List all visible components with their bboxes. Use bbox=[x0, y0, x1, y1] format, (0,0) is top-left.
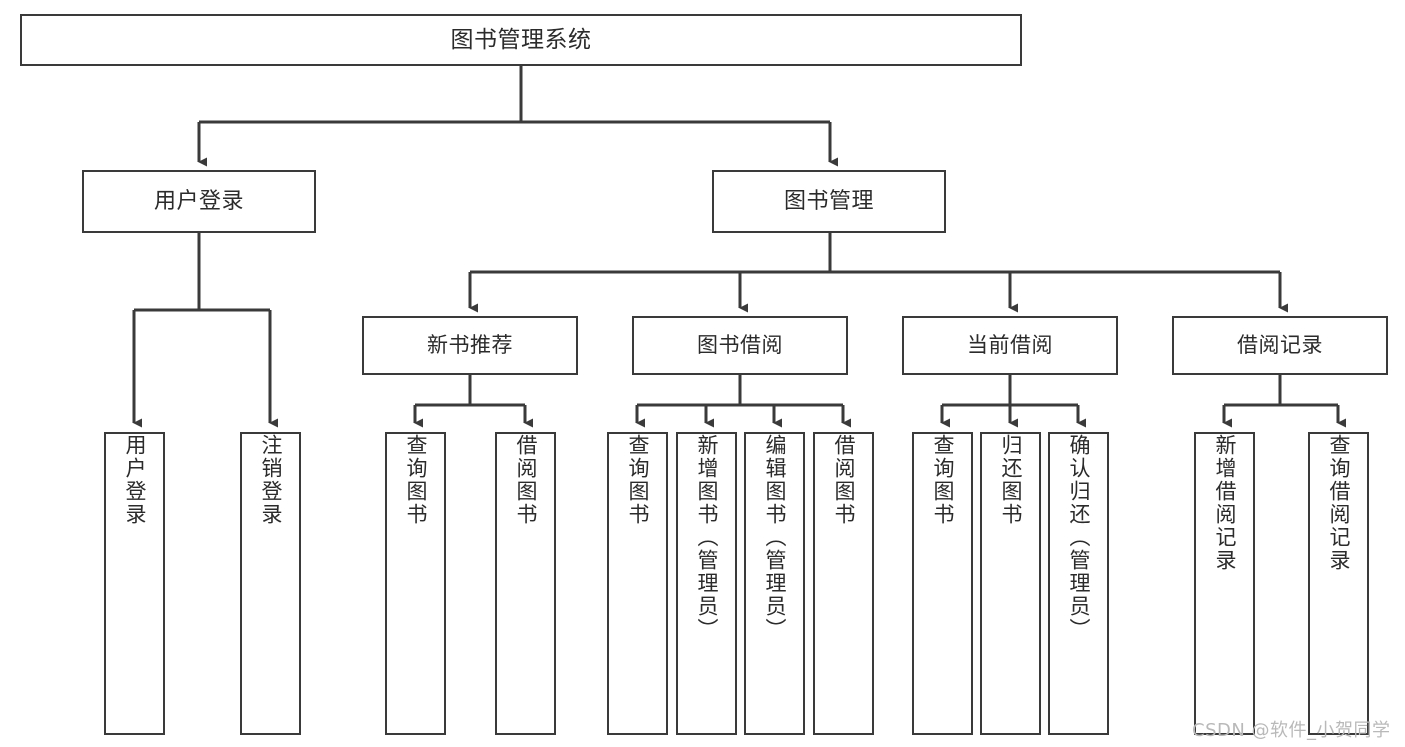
node-leaf-query-book-3[interactable]: 查询图书 bbox=[912, 432, 973, 735]
node-user-login-label: 用户登录 bbox=[153, 188, 244, 214]
node-root-label: 图书管理系统 bbox=[450, 26, 592, 53]
node-leaf-add-record[interactable]: 新增借阅记录 bbox=[1194, 432, 1255, 735]
node-leaf-query-book-2-label: 查询图书 bbox=[625, 434, 650, 526]
node-leaf-return-book[interactable]: 归还图书 bbox=[980, 432, 1041, 735]
node-leaf-edit-book-label: 编辑图书（管理员） bbox=[762, 434, 787, 641]
node-current-borrow[interactable]: 当前借阅 bbox=[902, 316, 1118, 375]
node-leaf-user-login[interactable]: 用户登录 bbox=[104, 432, 165, 735]
node-root[interactable]: 图书管理系统 bbox=[20, 14, 1022, 66]
node-book-manage-label: 图书管理 bbox=[783, 188, 874, 214]
node-new-book-recommend[interactable]: 新书推荐 bbox=[362, 316, 578, 375]
node-leaf-user-login-label: 用户登录 bbox=[122, 434, 147, 526]
node-leaf-confirm-return-label: 确认归还（管理员） bbox=[1066, 434, 1091, 641]
node-leaf-borrow-book-1-label: 借阅图书 bbox=[513, 434, 538, 526]
node-leaf-edit-book[interactable]: 编辑图书（管理员） bbox=[744, 432, 805, 735]
node-book-manage[interactable]: 图书管理 bbox=[712, 170, 946, 233]
node-leaf-query-record-label: 查询借阅记录 bbox=[1326, 434, 1351, 572]
node-leaf-query-record[interactable]: 查询借阅记录 bbox=[1308, 432, 1369, 735]
node-current-borrow-label: 当前借阅 bbox=[967, 333, 1053, 358]
node-leaf-borrow-book-1[interactable]: 借阅图书 bbox=[495, 432, 556, 735]
node-leaf-user-logout[interactable]: 注销登录 bbox=[240, 432, 301, 735]
node-borrow-record[interactable]: 借阅记录 bbox=[1172, 316, 1388, 375]
node-leaf-add-book[interactable]: 新增图书（管理员） bbox=[676, 432, 737, 735]
node-book-borrow-label: 图书借阅 bbox=[697, 333, 783, 358]
csdn-watermark: CSDN @软件_小贺同学 bbox=[1192, 720, 1391, 741]
node-leaf-borrow-book-2[interactable]: 借阅图书 bbox=[813, 432, 874, 735]
node-leaf-add-book-label: 新增图书（管理员） bbox=[694, 434, 719, 641]
node-leaf-add-record-label: 新增借阅记录 bbox=[1212, 434, 1237, 572]
node-leaf-user-logout-label: 注销登录 bbox=[258, 434, 283, 526]
node-borrow-record-label: 借阅记录 bbox=[1237, 333, 1323, 358]
node-book-borrow[interactable]: 图书借阅 bbox=[632, 316, 848, 375]
node-leaf-query-book-1-label: 查询图书 bbox=[403, 434, 428, 526]
node-leaf-query-book-2[interactable]: 查询图书 bbox=[607, 432, 668, 735]
node-user-login[interactable]: 用户登录 bbox=[82, 170, 316, 233]
node-leaf-borrow-book-2-label: 借阅图书 bbox=[831, 434, 856, 526]
node-leaf-return-book-label: 归还图书 bbox=[998, 434, 1023, 526]
node-leaf-confirm-return[interactable]: 确认归还（管理员） bbox=[1048, 432, 1109, 735]
node-leaf-query-book-1[interactable]: 查询图书 bbox=[385, 432, 446, 735]
node-leaf-query-book-3-label: 查询图书 bbox=[930, 434, 955, 526]
node-new-book-recommend-label: 新书推荐 bbox=[427, 333, 513, 358]
